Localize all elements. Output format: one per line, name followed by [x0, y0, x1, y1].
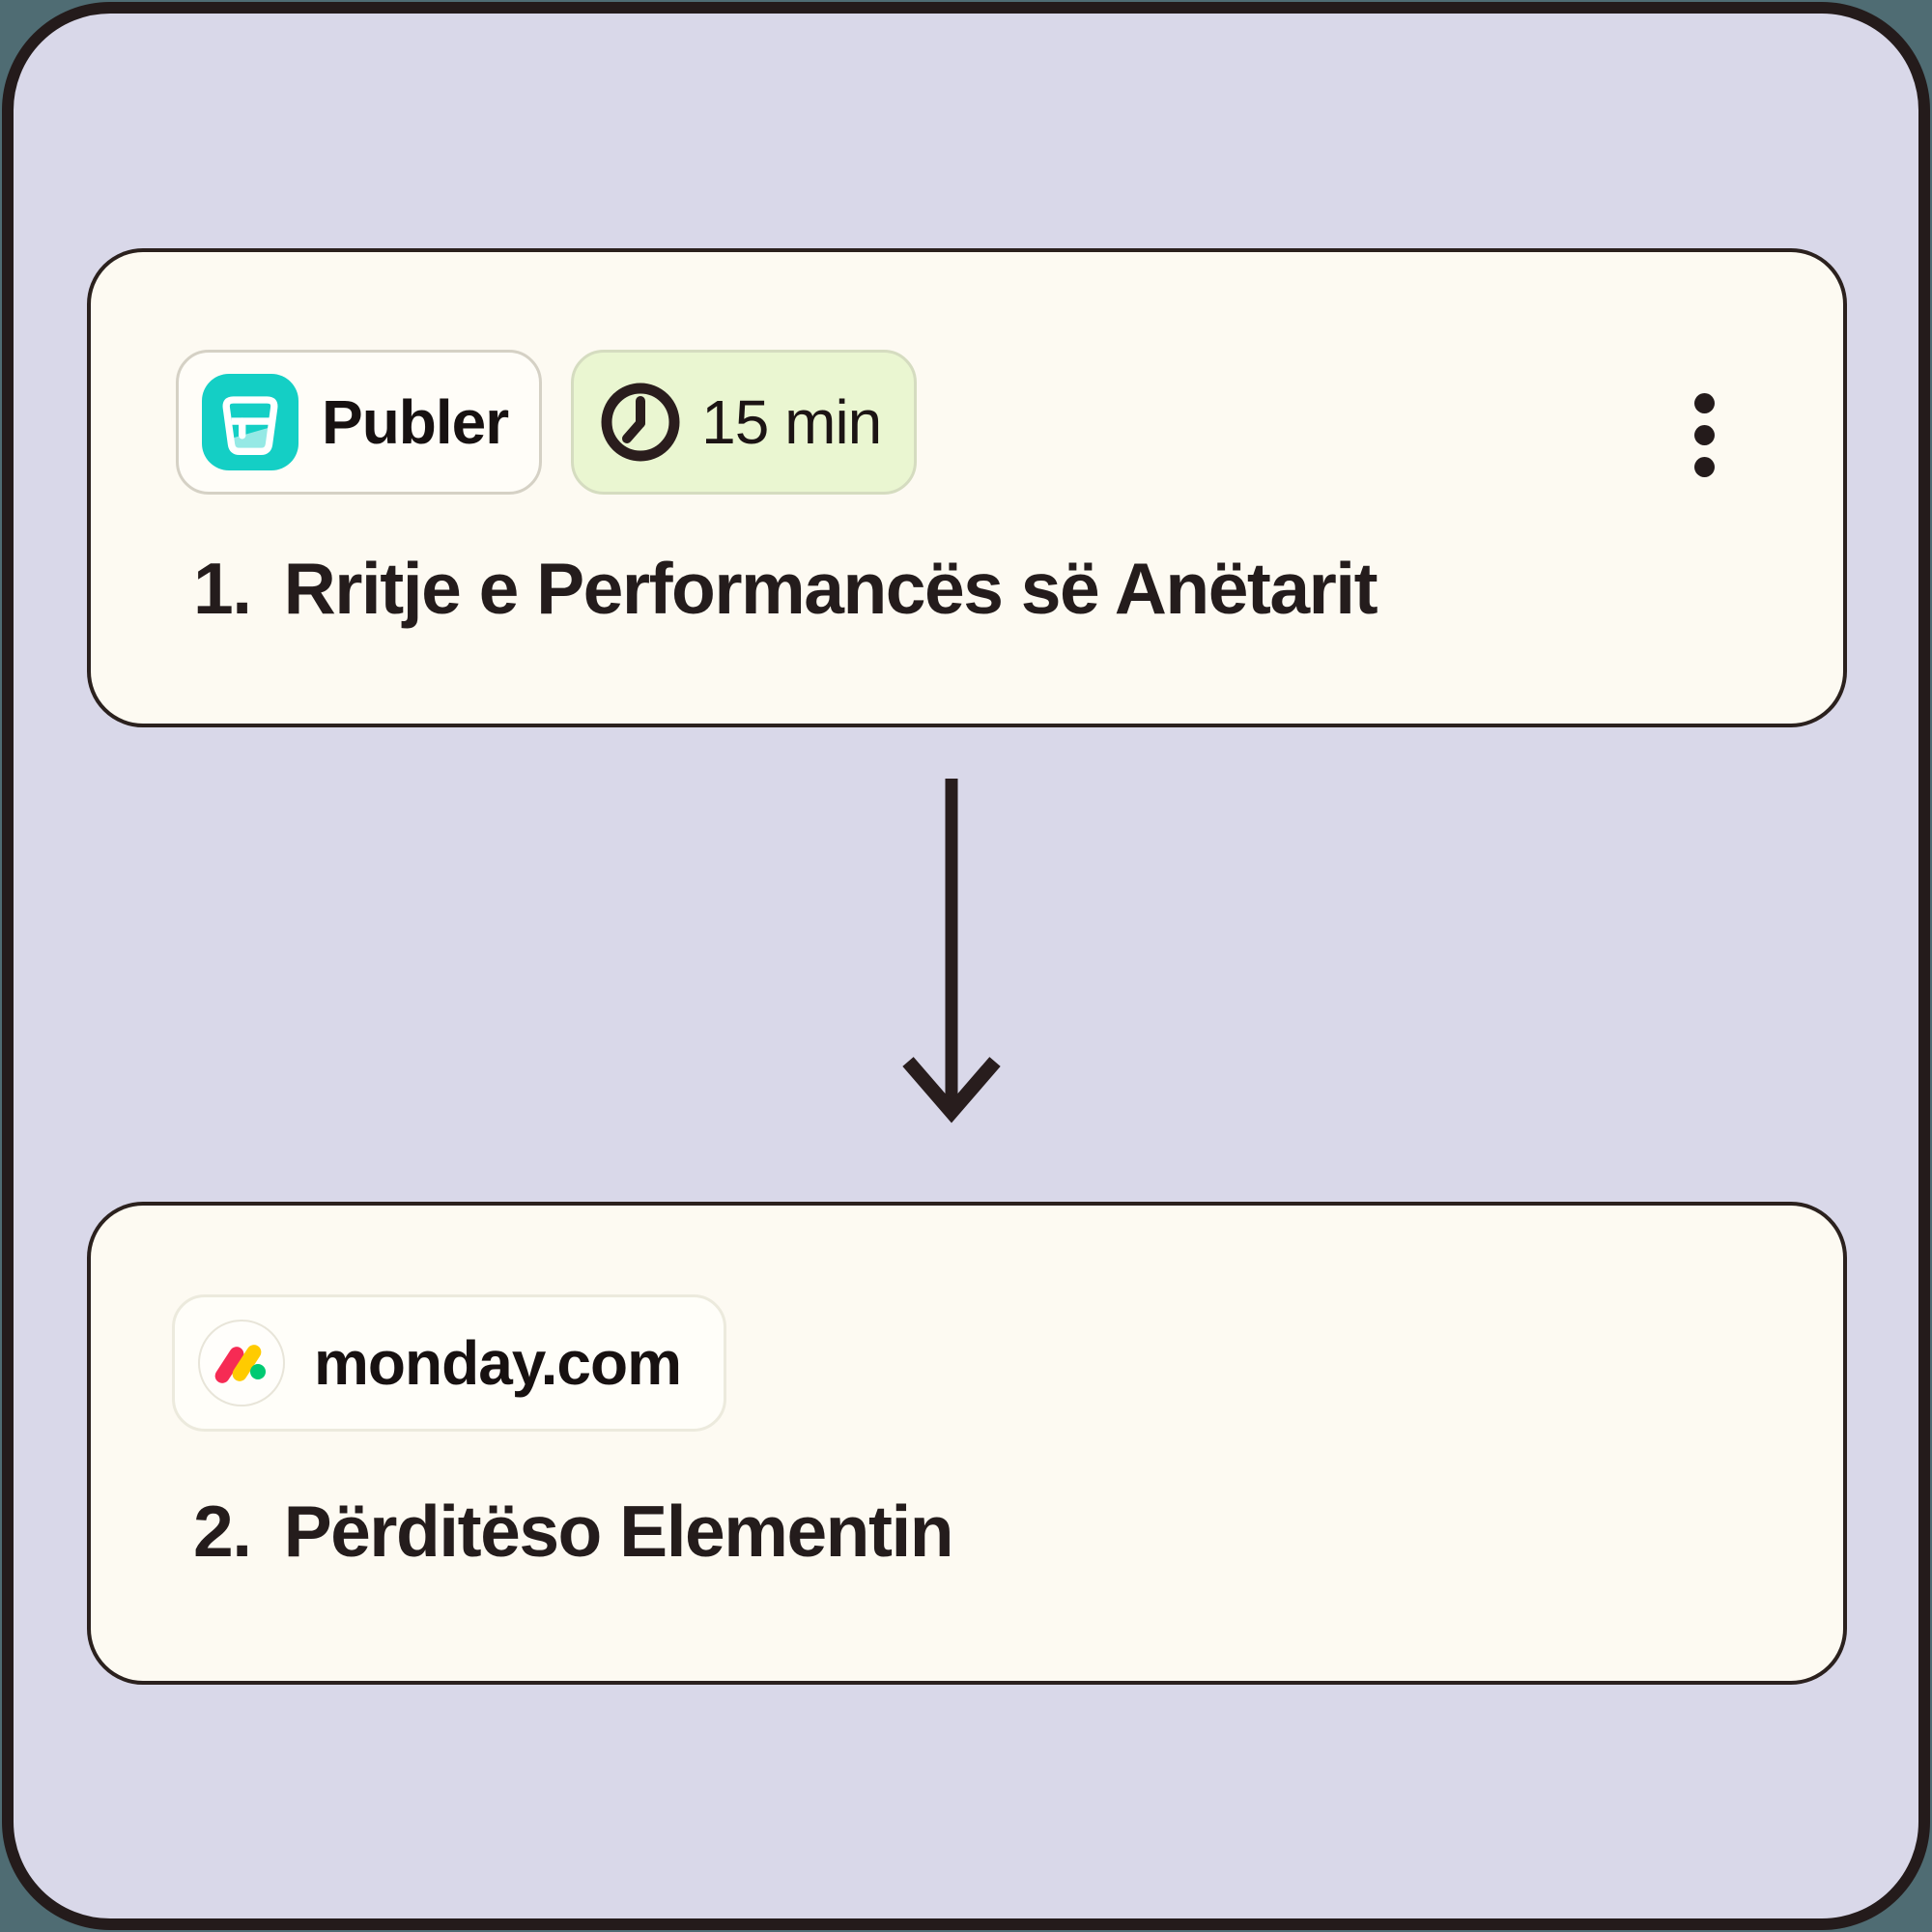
more-options-button[interactable] — [1694, 393, 1715, 477]
schedule-label: 15 min — [701, 387, 882, 457]
step2-number: 2. — [193, 1491, 252, 1572]
kebab-dot — [1694, 393, 1715, 413]
step2-title: 2. Përditëso Elementin — [193, 1491, 954, 1572]
step1-title-text: Rritje e Performancës së Anëtarit — [283, 548, 1378, 629]
monday-app-label: monday.com — [314, 1328, 682, 1398]
publer-app-badge[interactable]: Publer — [176, 350, 543, 495]
step1-badge-row: Publer 15 min — [176, 350, 918, 495]
schedule-badge[interactable]: 15 min — [571, 350, 918, 495]
step1-number: 1. — [193, 548, 252, 629]
arrow-down-icon — [902, 779, 1001, 1123]
publer-icon — [202, 374, 298, 470]
clock-icon — [599, 381, 682, 464]
step-card-1[interactable]: Publer 15 min 1. Rritje e Performanc — [87, 248, 1847, 727]
step2-title-text: Përditëso Elementin — [283, 1491, 954, 1572]
kebab-dot — [1694, 425, 1715, 445]
monday-logo-icon — [198, 1320, 285, 1406]
publer-app-label: Publer — [322, 387, 509, 457]
monday-app-badge[interactable]: monday.com — [172, 1294, 726, 1432]
step1-title: 1. Rritje e Performancës së Anëtarit — [193, 548, 1378, 629]
kebab-dot — [1694, 457, 1715, 477]
step-card-2[interactable]: monday.com 2. Përditëso Elementin — [87, 1202, 1847, 1685]
